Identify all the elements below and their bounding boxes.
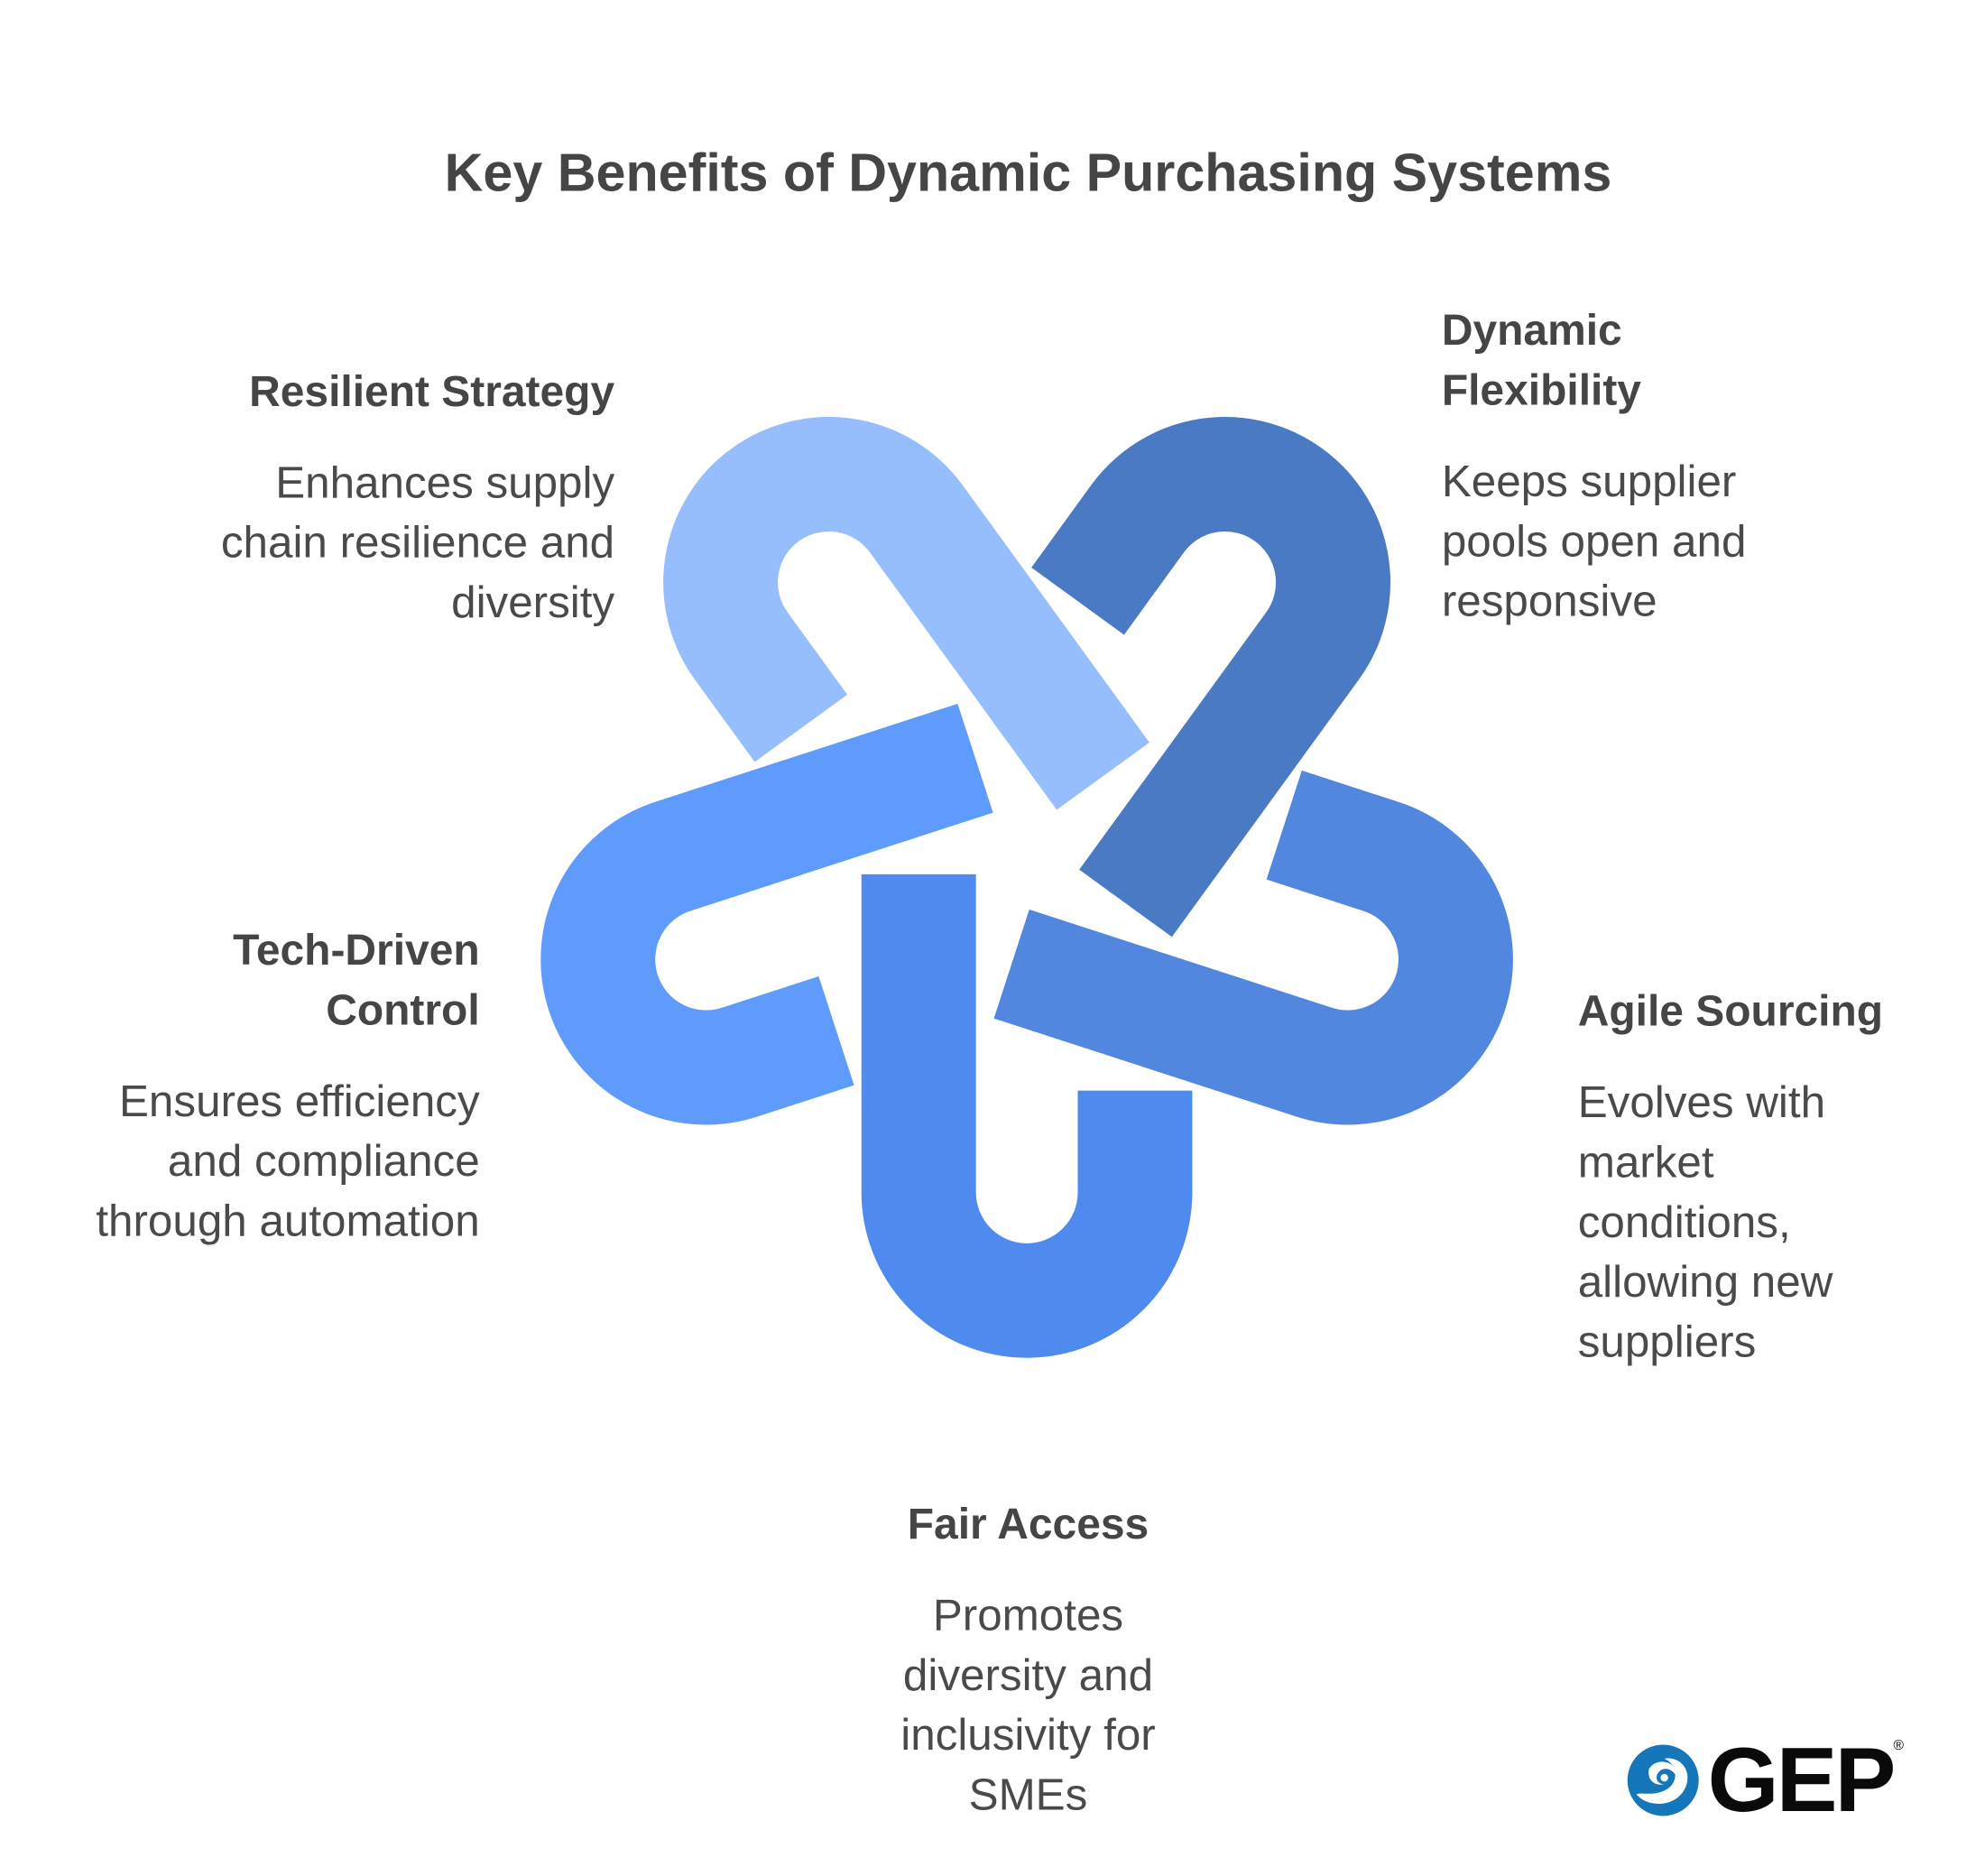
benefit-title: Agile Sourcing — [1577, 987, 1884, 1036]
benefit-tech-driven-control: Tech-Driven Control Ensures efficiency a… — [64, 921, 480, 1251]
swirl-logo-icon — [1627, 1744, 1699, 1816]
benefit-description: Evolves with market conditions, allowing… — [1577, 1077, 1833, 1367]
benefit-agile-sourcing: Agile Sourcing Evolves with market condi… — [1578, 983, 1916, 1372]
chain-link-resilient-strategy — [663, 417, 1149, 810]
registered-mark: ® — [1893, 1738, 1904, 1754]
benefit-title: Fair Access — [907, 1500, 1149, 1549]
benefit-title: Resilient Strategy — [249, 367, 615, 417]
benefit-description: Ensures efficiency and compliance throug… — [96, 1077, 480, 1246]
chain-link-agile-sourcing — [993, 770, 1513, 1125]
page-title: Key Benefits of Dynamic Purchasing Syste… — [444, 142, 1612, 203]
chain-link-tech-driven-control — [540, 703, 993, 1125]
chain-link-fair-access — [861, 873, 1193, 1358]
benefit-fair-access: Fair Access Promotes diversity and inclu… — [856, 1495, 1200, 1825]
logo-text: GEP — [1707, 1729, 1897, 1832]
benefit-dynamic-flexibility: Dynamic Flexibility Keeps supplier pools… — [1441, 301, 1747, 631]
gep-logo: GEP ® — [1626, 1729, 1904, 1832]
chain-link-dynamic-flexibility — [1031, 417, 1391, 938]
benefit-description: Promotes diversity and inclusivity for S… — [900, 1590, 1156, 1820]
benefit-title: Dynamic Flexibility — [1441, 306, 1641, 415]
benefit-description: Enhances supply chain resilience and div… — [220, 457, 615, 628]
benefit-resilient-strategy: Resilient Strategy Enhances supply chain… — [204, 363, 615, 633]
benefit-title: Tech-Driven Control — [233, 926, 480, 1035]
benefit-description: Keeps supplier pools open and responsive — [1441, 457, 1747, 626]
